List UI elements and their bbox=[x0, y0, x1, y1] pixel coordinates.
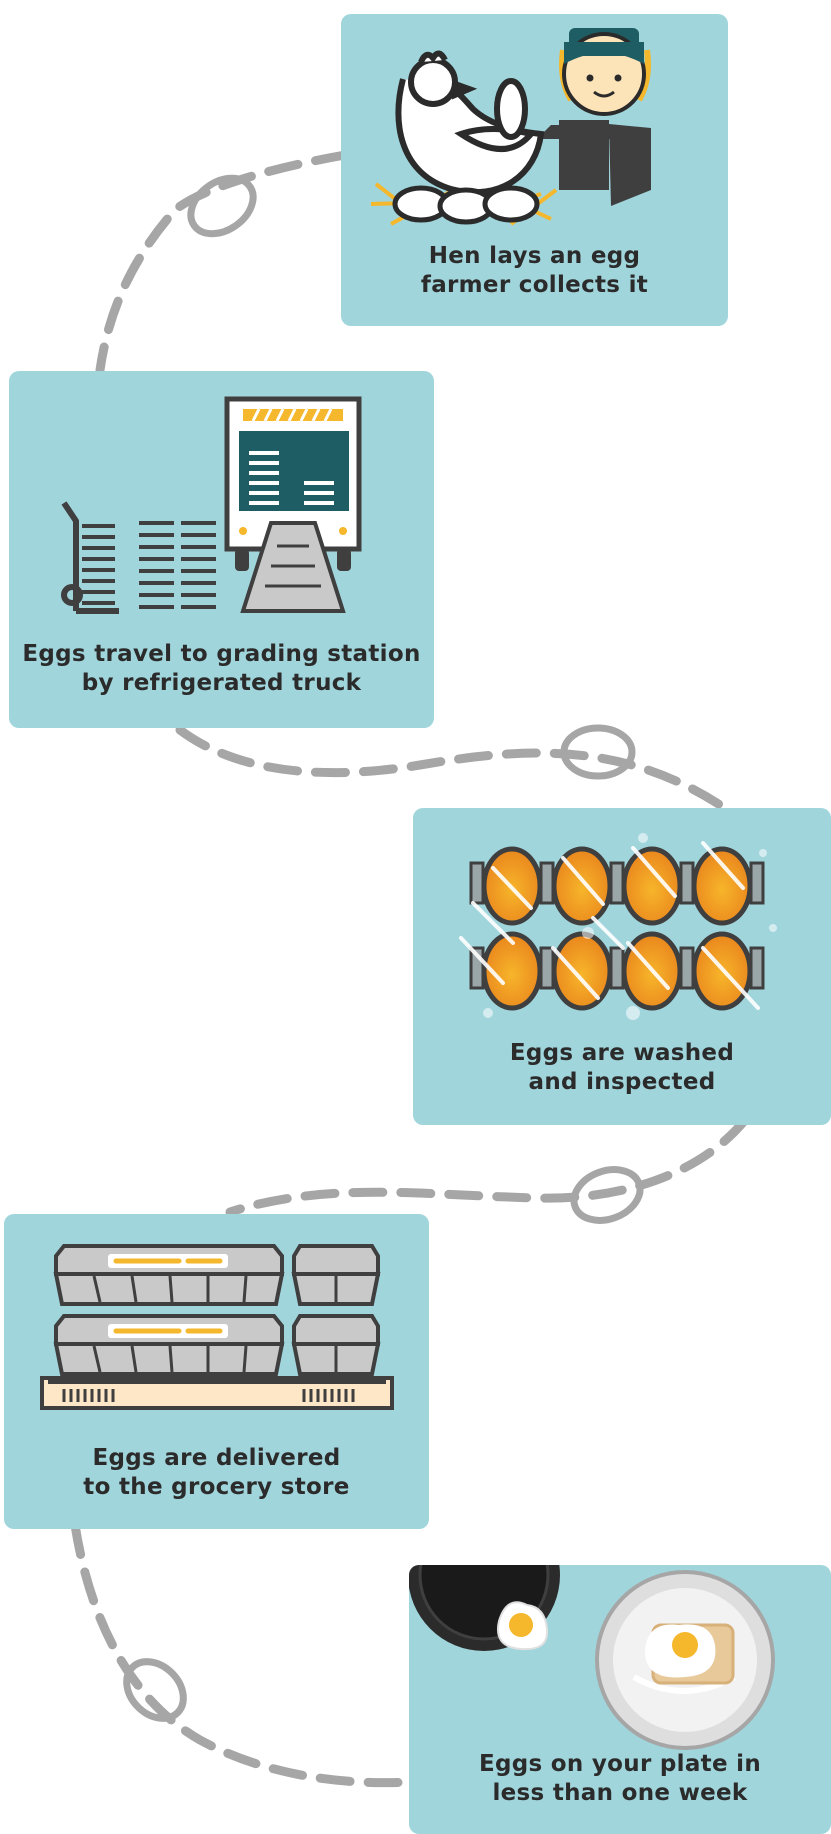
step-card-4: Eggs are delivered to the grocery store bbox=[4, 1214, 429, 1529]
farmer-icon bbox=[541, 28, 651, 206]
egg-washing-icon bbox=[413, 808, 831, 1038]
step-caption-2: Eggs travel to grading station by refrig… bbox=[9, 640, 434, 698]
path-segment-3 bbox=[230, 1120, 745, 1212]
caption-line: Hen lays an egg bbox=[341, 242, 728, 271]
caption-line: Eggs travel to grading station bbox=[9, 640, 434, 669]
step-card-1: Hen lays an egg farmer collects it bbox=[341, 14, 728, 326]
caption-line: less than one week bbox=[409, 1779, 831, 1808]
fried-egg-plate-icon bbox=[409, 1565, 831, 1755]
egg-cartons-icon bbox=[4, 1214, 429, 1444]
caption-line: to the grocery store bbox=[4, 1473, 429, 1502]
step-caption-4: Eggs are delivered to the grocery store bbox=[4, 1444, 429, 1502]
refrigerated-truck-icon bbox=[9, 371, 434, 641]
path-segment-1 bbox=[100, 155, 345, 370]
path-segment-4 bbox=[75, 1525, 410, 1783]
egg-grid bbox=[461, 833, 777, 1020]
step-card-5: Eggs on your plate in less than one week bbox=[409, 1565, 831, 1834]
hen-icon bbox=[398, 53, 541, 192]
plate-icon bbox=[597, 1572, 773, 1748]
step-caption-5: Eggs on your plate in less than one week bbox=[409, 1750, 831, 1808]
egg-tray-stack bbox=[82, 523, 216, 607]
egg-icon bbox=[624, 849, 680, 923]
eggs-icon bbox=[395, 188, 537, 222]
frying-pan-icon bbox=[409, 1565, 560, 1651]
egg-icon bbox=[554, 934, 610, 1008]
caption-line: Eggs are delivered bbox=[4, 1444, 429, 1473]
caption-line: Eggs are washed bbox=[413, 1039, 831, 1068]
caption-line: Eggs on your plate in bbox=[409, 1750, 831, 1779]
carton-stack bbox=[42, 1246, 392, 1408]
path-segment-2 bbox=[180, 730, 720, 805]
truck-icon bbox=[227, 399, 359, 611]
caption-line: farmer collects it bbox=[341, 271, 728, 300]
caption-line: by refrigerated truck bbox=[9, 669, 434, 698]
caption-line: and inspected bbox=[413, 1068, 831, 1097]
hen-and-farmer-icon bbox=[341, 14, 728, 254]
step-card-3: Eggs are washed and inspected bbox=[413, 808, 831, 1125]
step-caption-1: Hen lays an egg farmer collects it bbox=[341, 242, 728, 300]
step-caption-3: Eggs are washed and inspected bbox=[413, 1039, 831, 1097]
step-card-2: Eggs travel to grading station by refrig… bbox=[9, 371, 434, 728]
